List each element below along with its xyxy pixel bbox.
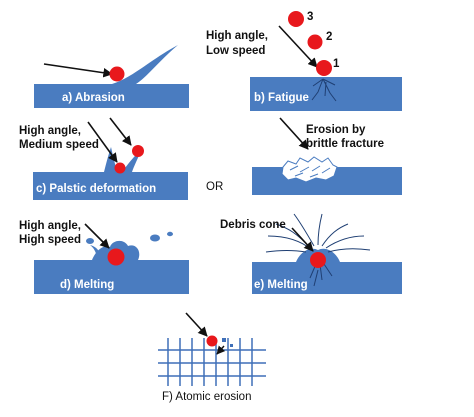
debris-cone-lines [265,213,371,253]
position-number-2: 2 [326,31,332,43]
fracture-fragment-lines [289,165,331,178]
panel-label-melting-d: d) Melting [60,279,114,291]
annotation-brittle-fracture: brittle fracture [306,138,384,150]
impact-arrow-2 [109,117,132,146]
impact-arrow-1 [87,121,118,163]
annotation-high-angle: High angle, [19,220,81,232]
panel-label-melting-e: e) Melting [254,279,308,291]
panel-label-atomic-erosion: F) Atomic erosion [162,391,251,403]
abrasion-chip [112,45,178,84]
annotation-medium-speed: Medium speed [19,139,99,151]
impact-arrow [185,312,208,337]
particle [109,66,125,82]
impact-arrow [291,227,314,252]
impact-arrow [43,63,113,78]
ejected-droplet [167,231,173,237]
panel-atomic-erosion: F) Atomic erosion [158,312,266,403]
fatigue-cracks [311,78,337,102]
ejected-atom [222,338,226,342]
annotation-low-speed: Low speed [206,45,265,57]
panel-melting-e: Debris cone e) Melting [220,213,402,294]
impact-arrow [84,223,110,249]
ejected-droplet [86,238,94,244]
annotation-high-speed: High speed [19,234,81,246]
particle [107,248,125,266]
substrate-block [34,84,189,108]
panel-label-abrasion: a) Abrasion [62,92,125,104]
ejected-atom [230,344,233,347]
particle-position-2 [307,34,323,50]
substrate-block [33,172,188,200]
panel-label-fatigue: b) Fatigue [254,92,309,104]
position-number-3: 3 [307,11,313,23]
atomic-lattice-grid [158,338,266,386]
impact-arrow [278,25,318,68]
panel-abrasion: a) Abrasion [34,45,189,108]
panel-fatigue: 3 2 1 High angle, Low speed b) Fatigue [206,11,402,111]
impact-arrow [279,117,309,150]
melt-cracks [309,263,333,287]
annotation-high-angle: High angle, [19,125,81,137]
position-number-1: 1 [333,58,340,70]
annotation-erosion-by: Erosion by [306,124,366,136]
particle [206,335,218,347]
annotation-high-angle: High angle, [206,30,268,42]
substrate-block [252,262,402,294]
panel-plastic-deformation: High angle, Medium speed c) Palstic defo… [19,117,188,200]
melt-splash-streak-left [90,245,102,260]
particle-position-1 [316,60,332,76]
particle-in-crater [114,162,126,174]
ejected-droplet [150,234,160,242]
or-text: OR [206,181,223,193]
atom-displacement-arrow [216,345,226,355]
panel-melting-d: High angle, High speed d) Melting [19,220,189,294]
panel-label-plastic-deformation: c) Palstic deformation [36,183,156,195]
particle [132,145,144,157]
particle [310,252,326,268]
particle-position-3 [288,11,304,27]
annotation-debris-cone: Debris cone [220,219,286,231]
substrate-block [34,260,189,294]
panel-brittle-fracture: Erosion by brittle fracture [252,117,402,195]
